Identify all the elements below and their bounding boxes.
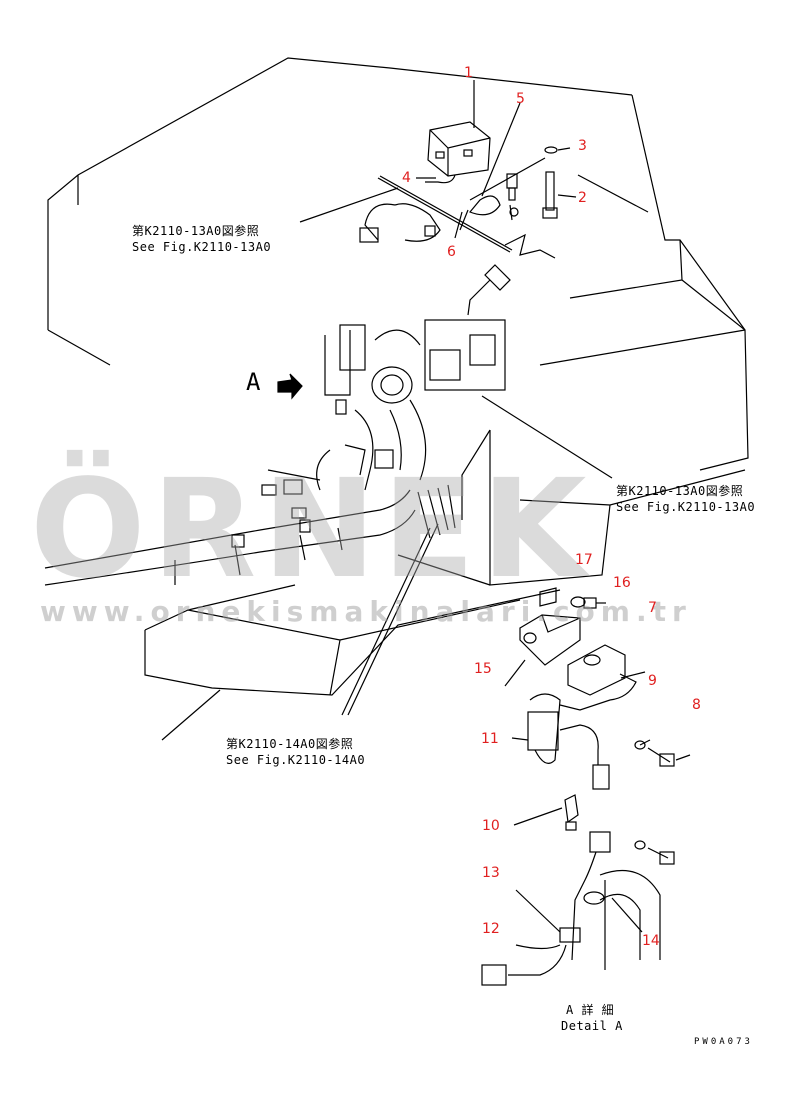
ref-right-jp: 第K2110-13A0図参照 <box>616 484 744 498</box>
clamp-13 <box>559 927 581 943</box>
hose-lower <box>44 509 416 586</box>
callout-15: 15 <box>474 661 492 677</box>
ref-top-jp: 第K2110-13A0図参照 <box>132 224 260 238</box>
harness-plate-11 <box>527 711 559 751</box>
ref-bottom-jp: 第K2110-14A0図参照 <box>226 737 354 751</box>
watermark-url: www.ornekismakinalari.com.tr <box>40 595 692 628</box>
clip-10 <box>564 794 579 824</box>
ref-bottom-en: See Fig.K2110-14A0 <box>226 753 366 767</box>
callout-9: 9 <box>648 673 657 689</box>
lamp-body <box>427 121 491 177</box>
callout-12: 12 <box>482 921 500 937</box>
callout-7: 7 <box>648 600 657 616</box>
callout-16: 16 <box>613 575 631 591</box>
callout-6: 6 <box>447 244 456 260</box>
upper-housing-outline <box>47 57 633 330</box>
callout-3: 3 <box>578 138 587 154</box>
detail-caption-en: Detail A <box>561 1019 623 1033</box>
detail-caption-jp: A 詳 細 <box>566 1003 615 1017</box>
ref-right-en: See Fig.K2110-13A0 <box>616 500 756 514</box>
callout-4: 4 <box>402 170 411 186</box>
view-arrow <box>277 373 303 400</box>
block-front <box>489 430 611 586</box>
callout-14: 14 <box>642 933 660 949</box>
callout-11: 11 <box>481 731 499 747</box>
connector-bottom <box>481 964 507 986</box>
ref-top-en: See Fig.K2110-13A0 <box>132 240 272 254</box>
callout-17: 17 <box>575 552 593 568</box>
callout-2: 2 <box>578 190 587 206</box>
switch-7 <box>567 644 626 696</box>
view-marker-a: A <box>246 368 261 396</box>
side-panel <box>681 279 749 471</box>
callout-5: 5 <box>516 91 525 107</box>
callout-10: 10 <box>482 818 500 834</box>
callout-1: 1 <box>464 65 473 81</box>
drawing-code: PW0A073 <box>694 1037 753 1047</box>
lower-frame-outline <box>144 589 561 696</box>
mount-rod <box>377 177 511 253</box>
relay-panel <box>424 319 506 391</box>
connector-top <box>589 831 611 853</box>
watermark-brand: ÖRNEK <box>30 451 593 609</box>
callout-8: 8 <box>692 697 701 713</box>
callout-13: 13 <box>482 865 500 881</box>
